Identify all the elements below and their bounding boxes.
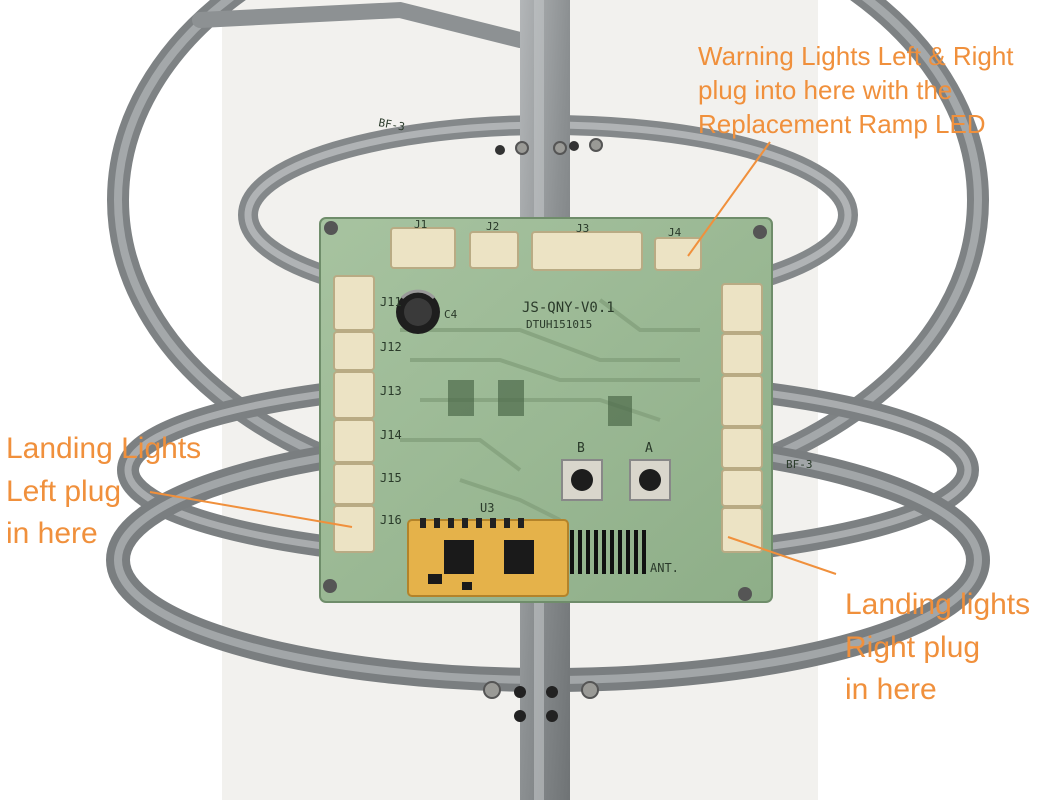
silk-code: DTUH151015 — [526, 318, 592, 331]
frame-mark-left: BF-3 — [377, 116, 405, 133]
rf-module — [407, 518, 569, 597]
antenna-coil — [570, 530, 646, 574]
frame-mark-right: BF-3 — [786, 458, 813, 471]
annotation-line: in here — [845, 673, 937, 707]
silk-button-a: A — [645, 441, 653, 456]
annotation-line: in here — [6, 517, 98, 551]
silk-u3: U3 — [480, 501, 494, 515]
annotation-line: Left plug — [6, 474, 122, 508]
silk-c4: C4 — [444, 308, 458, 321]
annotation-line: Landing lights — [845, 588, 1031, 621]
silk-j2: J2 — [486, 220, 499, 233]
silk-model: JS-QNY-V0.1 — [522, 300, 615, 316]
silk-j13: J13 — [380, 384, 402, 398]
annotation-line: plug into here with the — [698, 74, 953, 105]
annotation-line: Landing Lights — [6, 432, 202, 465]
left-connectors — [333, 275, 375, 553]
annotation-line: Right plug — [845, 630, 981, 664]
silk-j12: J12 — [380, 340, 402, 354]
frame-screws — [483, 138, 603, 722]
silkscreen-labels: J1 J2 J3 J4 J11 J12 J13 J14 J15 J16 C4 J… — [380, 218, 682, 575]
annotation-line: Replacement Ramp LED — [698, 108, 986, 139]
silk-j15: J15 — [380, 471, 402, 485]
silk-j14: J14 — [380, 428, 402, 442]
push-buttons — [561, 459, 671, 501]
warning-lights-annotation: Warning Lights Left & Right plug into he… — [698, 40, 1014, 141]
silk-j11: J11 — [380, 295, 402, 309]
silk-j1: J1 — [414, 218, 427, 231]
silk-button-b: B — [577, 441, 585, 456]
silk-ant: ANT. — [650, 561, 679, 575]
silk-j16: J16 — [380, 513, 402, 527]
landing-lights-left-annotation: Landing Lights Left plug in here — [6, 428, 201, 556]
silk-j4: J4 — [668, 226, 682, 239]
pcb-board — [319, 217, 773, 603]
silk-j3: J3 — [576, 222, 589, 235]
right-connectors — [721, 283, 763, 553]
top-connectors — [390, 227, 702, 271]
landing-lights-right-annotation: Landing lights Right plug in here — [845, 584, 1030, 712]
annotation-line: Warning Lights Left & Right — [698, 41, 1014, 71]
